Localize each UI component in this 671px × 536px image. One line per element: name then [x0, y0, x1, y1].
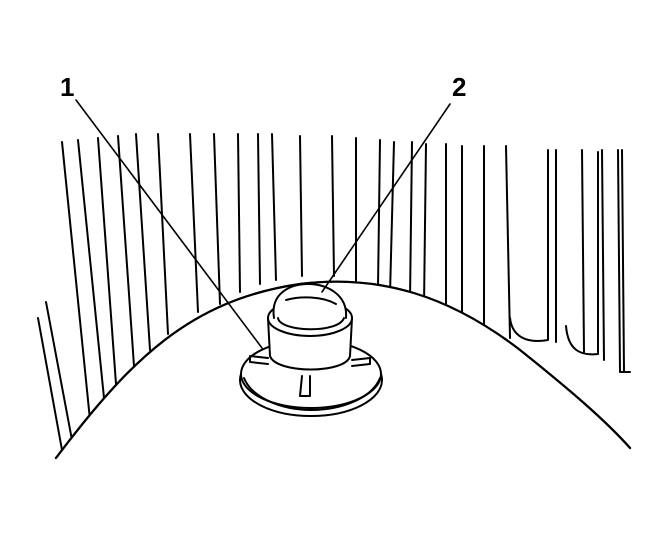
leader-lines [75, 99, 451, 349]
callout-2-label: 2 [452, 72, 467, 102]
housing-curve-top [54, 280, 632, 460]
fin-ends [509, 149, 631, 373]
leader-line-1 [75, 99, 263, 349]
callout-1-label: 1 [60, 72, 75, 102]
push-pin-retainer [239, 283, 383, 417]
grille-fins [37, 133, 625, 451]
leader-line-2 [321, 103, 451, 293]
